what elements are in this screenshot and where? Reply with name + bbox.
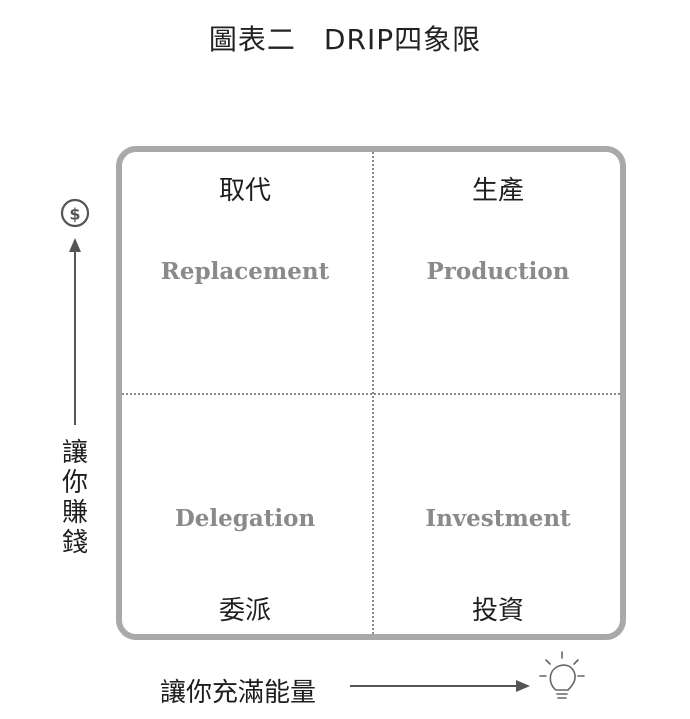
- quadrant-production-zh: 生產: [471, 176, 524, 206]
- quadrant-replacement-en: Replacement: [160, 258, 330, 285]
- dollar-circle-icon: $: [60, 198, 90, 228]
- y-axis-label-char: 讓: [61, 438, 88, 468]
- x-axis-label: 讓你充滿能量: [160, 678, 317, 708]
- quadrant-frame: [116, 146, 626, 640]
- quadrant-production-en: Production: [426, 258, 570, 285]
- y-axis-label-char: 賺: [61, 498, 88, 528]
- quadrant-delegation-en: Delegation: [174, 505, 316, 532]
- x-axis-arrow: [350, 680, 530, 692]
- horizontal-divider: [122, 393, 620, 395]
- y-axis-arrow: [69, 238, 81, 425]
- quadrant-delegation-zh: 委派: [218, 596, 271, 626]
- y-axis-label-char: 錢: [61, 528, 88, 558]
- y-axis-label-char: 你: [61, 468, 88, 498]
- y-axis-label: 讓 你 賺 錢: [58, 438, 92, 558]
- svg-text:$: $: [69, 205, 80, 224]
- page-title: 圖表二 DRIP四象限: [0, 18, 690, 58]
- quadrant-replacement-zh: 取代: [218, 176, 271, 206]
- quadrant-investment-en: Investment: [425, 505, 571, 532]
- lightbulb-icon: [539, 651, 585, 699]
- title-chart-number: 圖表二: [208, 23, 296, 56]
- title-chart-name: DRIP四象限: [323, 23, 482, 56]
- quadrant-investment-zh: 投資: [471, 596, 524, 626]
